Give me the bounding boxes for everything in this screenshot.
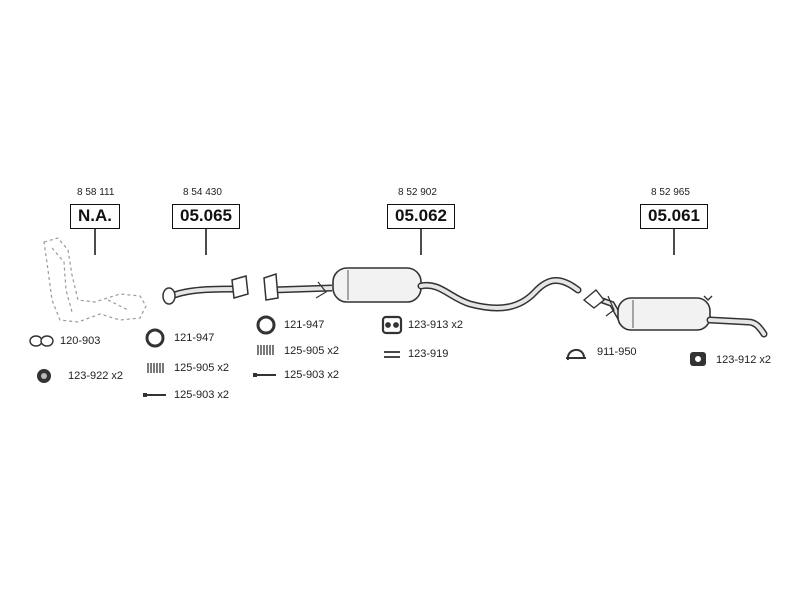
intermediate-pipe-drawing xyxy=(162,275,249,305)
part-label[interactable]: 120-903 xyxy=(60,335,101,347)
rubber-mount-icon xyxy=(37,369,51,383)
part-label[interactable]: 125-903 x2 xyxy=(174,389,230,401)
assembly-code-na[interactable]: N.A. xyxy=(70,204,120,229)
assembly-code-05061[interactable]: 05.061 xyxy=(640,204,708,229)
gasket-pair-icon xyxy=(29,335,54,347)
sealing-ring-icon xyxy=(256,315,276,335)
part-label[interactable]: 125-903 x2 xyxy=(284,369,340,381)
spring-icon xyxy=(147,363,164,373)
spring-icon xyxy=(257,345,274,355)
rear-silencer-drawing xyxy=(582,289,768,338)
sealing-ring-icon xyxy=(145,328,165,348)
assembly-code-05062[interactable]: 05.062 xyxy=(387,204,455,229)
part-label[interactable]: 123-913 x2 xyxy=(408,319,464,331)
hanger-bracket-icon xyxy=(381,315,403,335)
assembly-code-05065[interactable]: 05.065 xyxy=(172,204,240,229)
part-label[interactable]: 123-912 x2 xyxy=(716,354,772,366)
assembly-ref-na: 8 58 111 xyxy=(77,187,115,198)
part-label[interactable]: 121-947 xyxy=(284,319,325,331)
part-label[interactable]: 123-919 xyxy=(408,348,449,360)
part-label[interactable]: 911-950 xyxy=(597,346,637,358)
middle-silencer-drawing xyxy=(263,267,582,312)
front-downpipe-outline xyxy=(43,237,147,323)
assembly-ref-05061: 8 52 965 xyxy=(651,187,690,198)
bolt-icon xyxy=(253,373,276,377)
part-label[interactable]: 125-905 x2 xyxy=(284,345,340,357)
part-label[interactable]: 125-905 x2 xyxy=(174,362,230,374)
part-label[interactable]: 123-922 x2 xyxy=(68,370,124,382)
clip-icon xyxy=(384,351,400,358)
rubber-hanger-icon xyxy=(690,352,706,366)
assembly-ref-05062: 8 52 902 xyxy=(398,187,437,198)
assembly-ref-05065: 8 54 430 xyxy=(183,187,222,198)
pipe-clamp-icon xyxy=(566,349,586,361)
part-label[interactable]: 121-947 xyxy=(174,332,215,344)
bolt-icon xyxy=(143,393,166,397)
